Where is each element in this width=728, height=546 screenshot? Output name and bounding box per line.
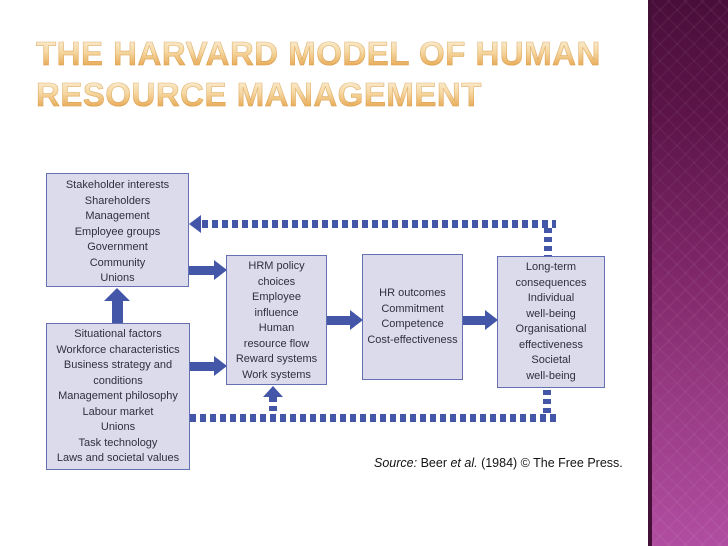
box-line: Management philosophy bbox=[58, 390, 178, 402]
arrow-shaft bbox=[463, 315, 487, 325]
box-title: choices bbox=[257, 275, 296, 288]
box-title: HRM policy bbox=[248, 260, 305, 272]
box-line: Task technology bbox=[78, 436, 158, 449]
dashed-feedback-bottom-line bbox=[190, 414, 556, 422]
box-line: well-being bbox=[526, 369, 576, 382]
box-line: Laws and societal values bbox=[56, 452, 180, 464]
dashed-feedback-bottom-vertical bbox=[543, 390, 551, 414]
box-line: well-being bbox=[526, 307, 576, 320]
source-etal: et al. bbox=[450, 456, 478, 470]
arrow-head bbox=[350, 310, 363, 330]
box-line: effectiveness bbox=[518, 338, 583, 351]
box-line: Human bbox=[258, 322, 295, 334]
arrow-head bbox=[214, 356, 227, 376]
accent-strip bbox=[648, 0, 728, 546]
arrow-up-icon bbox=[104, 288, 130, 301]
arrow-shaft bbox=[190, 361, 216, 371]
dashed-arrow-up-icon bbox=[263, 386, 283, 397]
box-line: Employee bbox=[252, 291, 301, 303]
box-line: Shareholders bbox=[84, 194, 151, 207]
box-hrm-policy-choices: HRM policy choices Employee influence Hu… bbox=[226, 255, 327, 385]
box-hr-outcomes: HR outcomes Commitment Competence Cost-e… bbox=[362, 254, 463, 380]
arrow-shaft bbox=[189, 265, 216, 275]
box-line: Community bbox=[89, 256, 146, 269]
source-rest: (1984) © The Free Press. bbox=[481, 456, 623, 470]
box-line: resource flow bbox=[243, 337, 310, 350]
source-citation: Source: Beer et al. (1984) © The Free Pr… bbox=[374, 456, 623, 470]
arrow-right-icon-outcomes-to-longterm bbox=[463, 310, 498, 330]
box-line: Management bbox=[85, 210, 150, 222]
box-title: Stakeholder interests bbox=[65, 179, 170, 191]
box-situational-factors: Situational factors Workforce characteri… bbox=[46, 323, 190, 470]
dashed-feedback-mid-vertical bbox=[269, 397, 277, 414]
box-line: Societal bbox=[531, 354, 571, 366]
box-line: Individual bbox=[527, 292, 575, 304]
arrow-head bbox=[485, 310, 498, 330]
source-label: Source: bbox=[374, 456, 418, 470]
box-line: Labour market bbox=[82, 405, 154, 418]
arrow-shaft bbox=[327, 315, 352, 325]
arrow-right-icon-situational-to-hrm bbox=[190, 356, 227, 376]
page-title-line2: RESOURCE MANAGEMENT bbox=[36, 76, 482, 114]
dashed-feedback-top-vertical bbox=[544, 228, 552, 256]
box-line: Employee groups bbox=[74, 225, 161, 238]
arrow-right-icon-stakeholder-to-hrm bbox=[189, 260, 227, 280]
page-title-line1: THE HARVARD MODEL OF HUMAN bbox=[36, 35, 601, 73]
page-title: THE HARVARD MODEL OF HUMAN RESOURCE MANA… bbox=[36, 33, 636, 115]
box-line: conditions bbox=[93, 374, 143, 387]
box-line: Work systems bbox=[242, 368, 311, 381]
box-line: Competence bbox=[381, 318, 444, 330]
box-line: Unions bbox=[100, 421, 136, 433]
arrow-up-shaft bbox=[112, 300, 123, 323]
box-title: Situational factors bbox=[74, 328, 162, 340]
box-line: Commitment bbox=[381, 302, 444, 315]
box-stakeholder-interests: Stakeholder interests Shareholders Manag… bbox=[46, 173, 189, 287]
box-title: consequences bbox=[515, 276, 587, 289]
box-long-term-consequences: Long-term consequences Individual well-b… bbox=[497, 256, 605, 388]
box-title: Long-term bbox=[525, 261, 577, 273]
arrow-right-icon-hrm-to-outcomes bbox=[327, 310, 363, 330]
box-line: Organisational bbox=[515, 323, 587, 335]
dashed-arrow-left-icon bbox=[189, 215, 201, 233]
box-line: Reward systems bbox=[235, 353, 318, 365]
box-line: influence bbox=[254, 306, 299, 319]
box-line: Business strategy and bbox=[63, 359, 173, 371]
source-author: Beer bbox=[420, 456, 447, 470]
box-line: Workforce characteristics bbox=[56, 343, 180, 356]
box-line: Unions bbox=[100, 272, 135, 284]
dashed-feedback-top-line bbox=[202, 220, 556, 228]
arrow-head bbox=[214, 260, 227, 280]
box-title: HR outcomes bbox=[379, 287, 446, 299]
box-line: Government bbox=[87, 241, 148, 253]
box-line: Cost-effectiveness bbox=[367, 333, 458, 346]
